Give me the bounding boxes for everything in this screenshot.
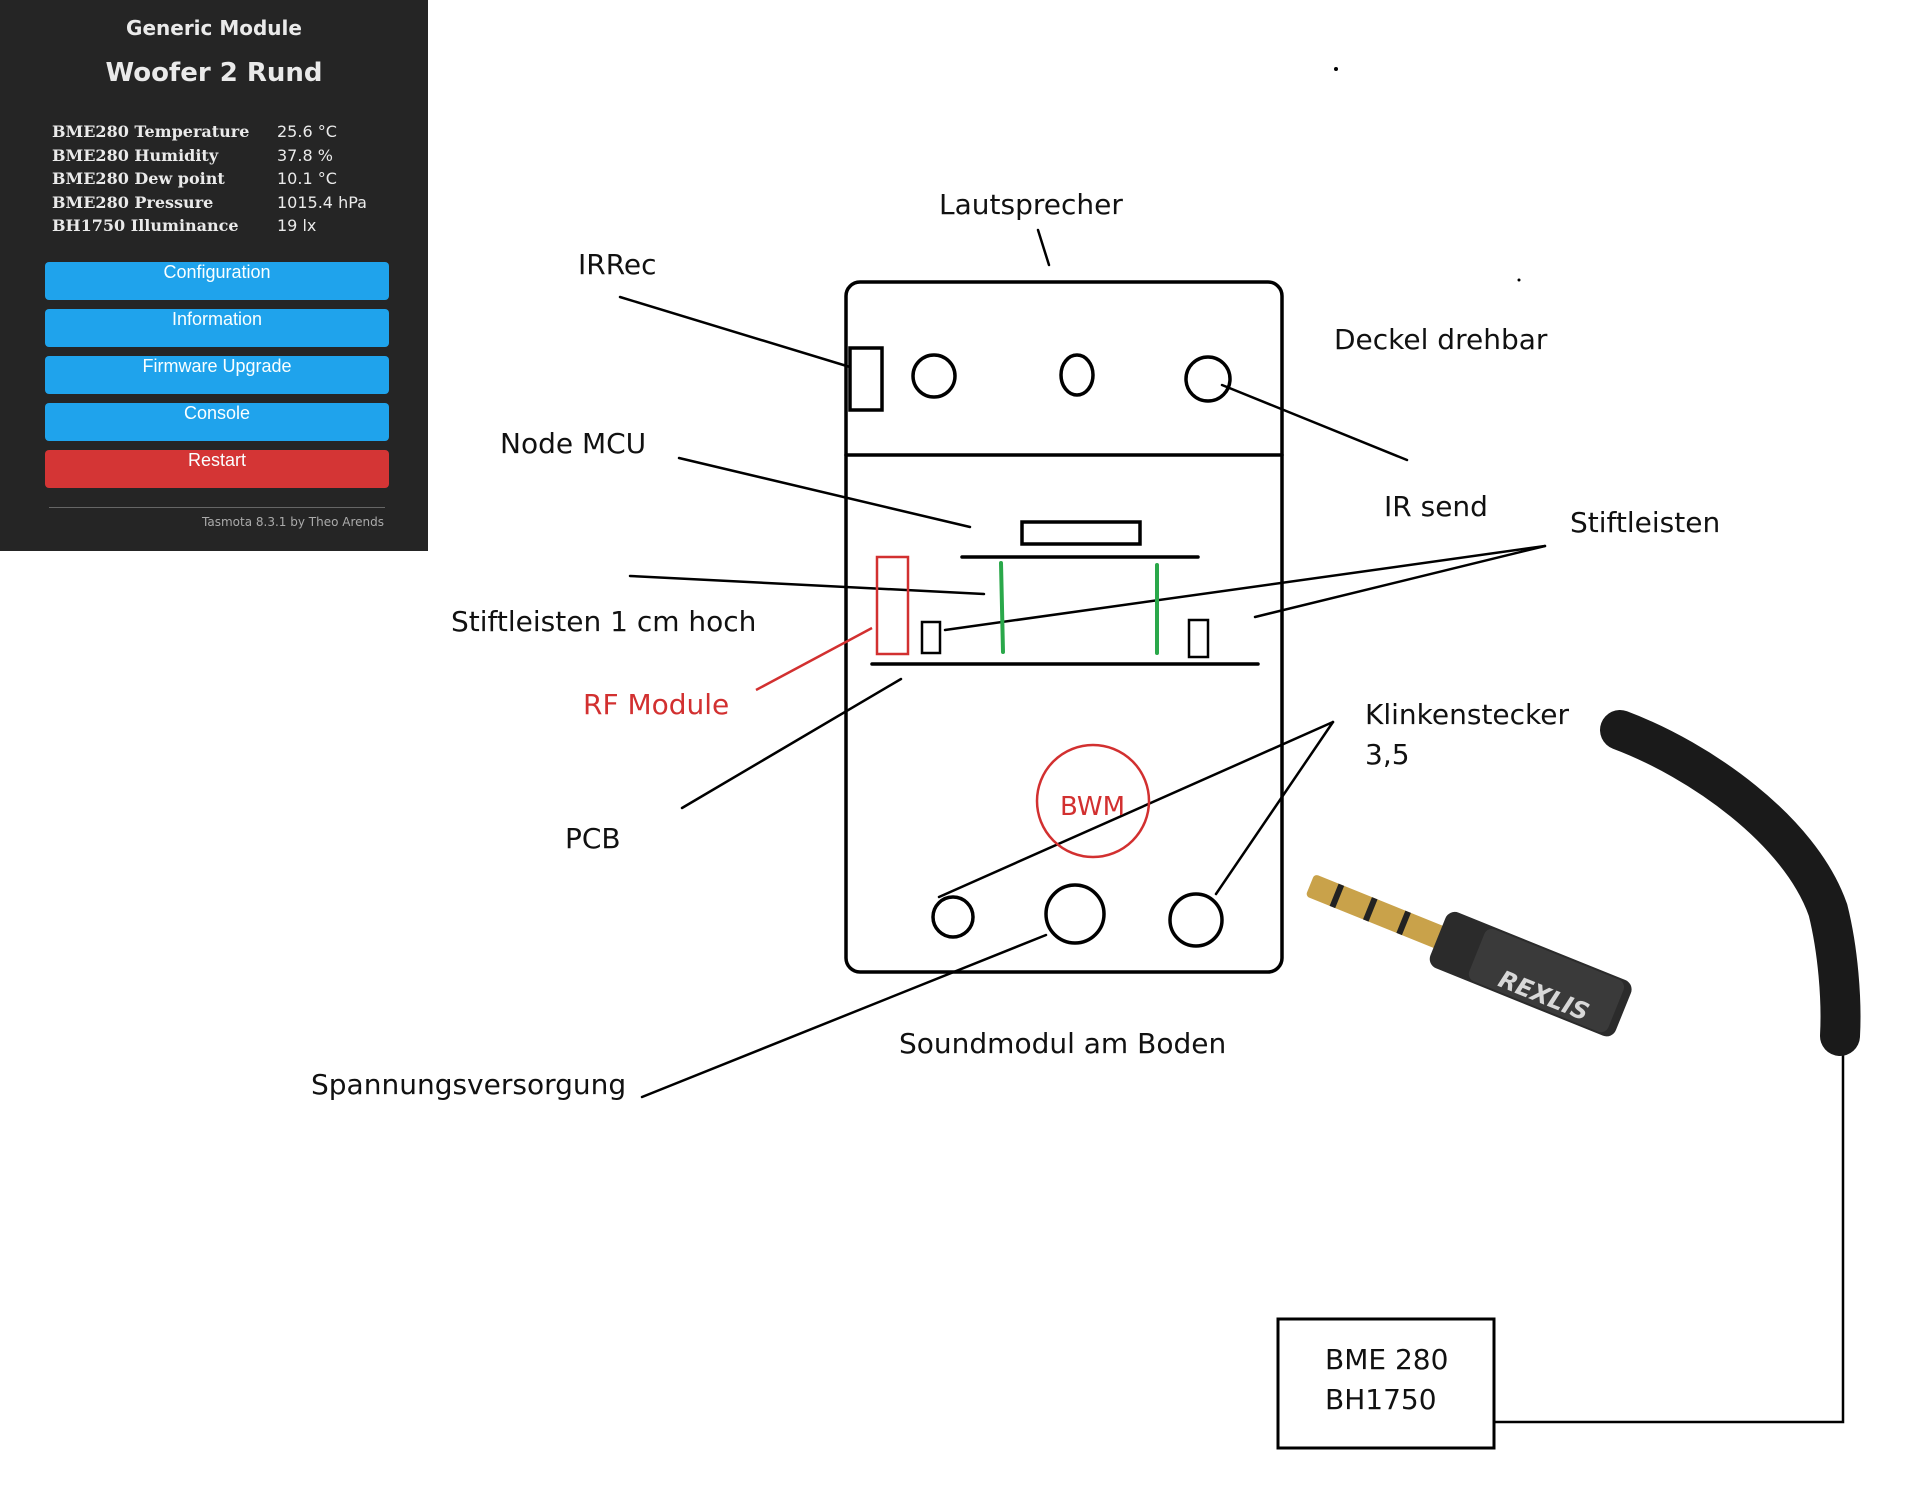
sensor-row: BME280 Dew point 10.1 °C xyxy=(52,169,392,193)
label-stiftleisten: Stiftleisten xyxy=(1570,506,1721,539)
sensor-value: 25.6 °C xyxy=(277,122,337,141)
firmware-upgrade-button[interactable]: Firmware Upgrade xyxy=(45,356,389,394)
label-bh1750: BH1750 xyxy=(1325,1383,1437,1416)
label-pcb: PCB xyxy=(565,822,621,855)
rf-module xyxy=(875,555,910,656)
sensor-value: 10.1 °C xyxy=(277,169,337,188)
pin-header-green xyxy=(999,561,1005,654)
ir-receiver xyxy=(848,346,884,412)
leader-line xyxy=(1214,720,1335,896)
divider xyxy=(49,507,385,508)
hole xyxy=(1059,353,1095,397)
header-pin-right xyxy=(1187,618,1210,659)
label-bme280: BME 280 xyxy=(1325,1343,1449,1376)
node-mcu xyxy=(1020,520,1142,546)
label-node-mcu: Node MCU xyxy=(500,427,647,460)
label-soundmodul: Soundmodul am Boden xyxy=(899,1027,1227,1060)
information-button[interactable]: Information xyxy=(45,309,389,347)
leader-line xyxy=(680,677,903,810)
label-rf-module: RF Module xyxy=(583,688,730,721)
power-socket xyxy=(1168,892,1224,948)
sensor-box xyxy=(1276,1317,1496,1450)
sensor-label: BME280 Humidity xyxy=(52,145,219,165)
console-button[interactable]: Console xyxy=(45,403,389,441)
sensor-row: BH1750 Illuminance 19 lx xyxy=(52,216,392,240)
leader-line xyxy=(937,720,1335,899)
label-bwm: BWM xyxy=(1060,792,1126,822)
leader-line xyxy=(677,456,972,529)
ir-sender xyxy=(1184,355,1232,403)
hole xyxy=(931,895,975,939)
leader-line xyxy=(1220,383,1409,462)
sensor-row: BME280 Humidity 37.8 % xyxy=(52,146,392,170)
module-name: Generic Module xyxy=(126,16,302,40)
dot-mark xyxy=(1334,67,1338,71)
label-irrec: IRRec xyxy=(578,248,657,281)
device-name: Woofer 2 Rund xyxy=(105,58,323,88)
leader-line xyxy=(1253,544,1547,619)
jack-socket xyxy=(1044,883,1106,945)
sensor-value: 1015.4 hPa xyxy=(277,192,367,212)
housing-outline xyxy=(844,280,1284,974)
sensor-label: BME280 Temperature xyxy=(52,122,250,141)
bwm-sensor xyxy=(1035,743,1151,859)
sensor-label: BME280 Dew point xyxy=(52,169,225,188)
sensor-row: BME280 Temperature 25.6 °C xyxy=(52,122,392,146)
label-deckel-drehbar: Deckel drehbar xyxy=(1334,323,1548,356)
restart-button[interactable]: Restart xyxy=(45,450,389,488)
leader-line xyxy=(943,544,1547,632)
sensor-label: BME280 Pressure xyxy=(52,192,214,212)
hole xyxy=(911,353,957,399)
sensor-value: 37.8 % xyxy=(277,145,333,165)
label-lautsprecher: Lautsprecher xyxy=(939,188,1123,221)
version-footer: Tasmota 8.3.1 by Theo Arends xyxy=(202,515,384,529)
tasmota-panel: Generic Module Woofer 2 Rund BME280 Temp… xyxy=(0,0,428,551)
leader-line xyxy=(618,295,852,369)
configuration-button[interactable]: Configuration xyxy=(45,262,389,300)
label-klinken-size: 3,5 xyxy=(1365,738,1410,771)
label-spannungsversorgung: Spannungsversorgung xyxy=(311,1068,627,1101)
leader-line xyxy=(1036,228,1051,267)
label-ir-send: IR send xyxy=(1384,490,1488,523)
sensor-table: BME280 Temperature 25.6 °C BME280 Humidi… xyxy=(52,122,392,240)
sensor-wire xyxy=(1492,1028,1845,1424)
audio-cable xyxy=(1306,710,1861,1056)
sensor-label: BH1750 Illuminance xyxy=(52,216,239,235)
sensor-row: BME280 Pressure 1015.4 hPa xyxy=(52,193,392,217)
label-stiftleisten-hoch: Stiftleisten 1 cm hoch xyxy=(451,605,757,638)
leader-line xyxy=(640,933,1048,1099)
label-klinkenstecker: Klinkenstecker xyxy=(1365,698,1569,731)
header-pin-left xyxy=(920,620,942,655)
sensor-value: 19 lx xyxy=(277,216,317,235)
sensor-box-label: BME 280 BH1750 xyxy=(1325,1340,1448,1420)
rf-leader-line xyxy=(755,626,873,692)
leader-line xyxy=(628,574,986,596)
dot-mark xyxy=(1517,278,1521,282)
